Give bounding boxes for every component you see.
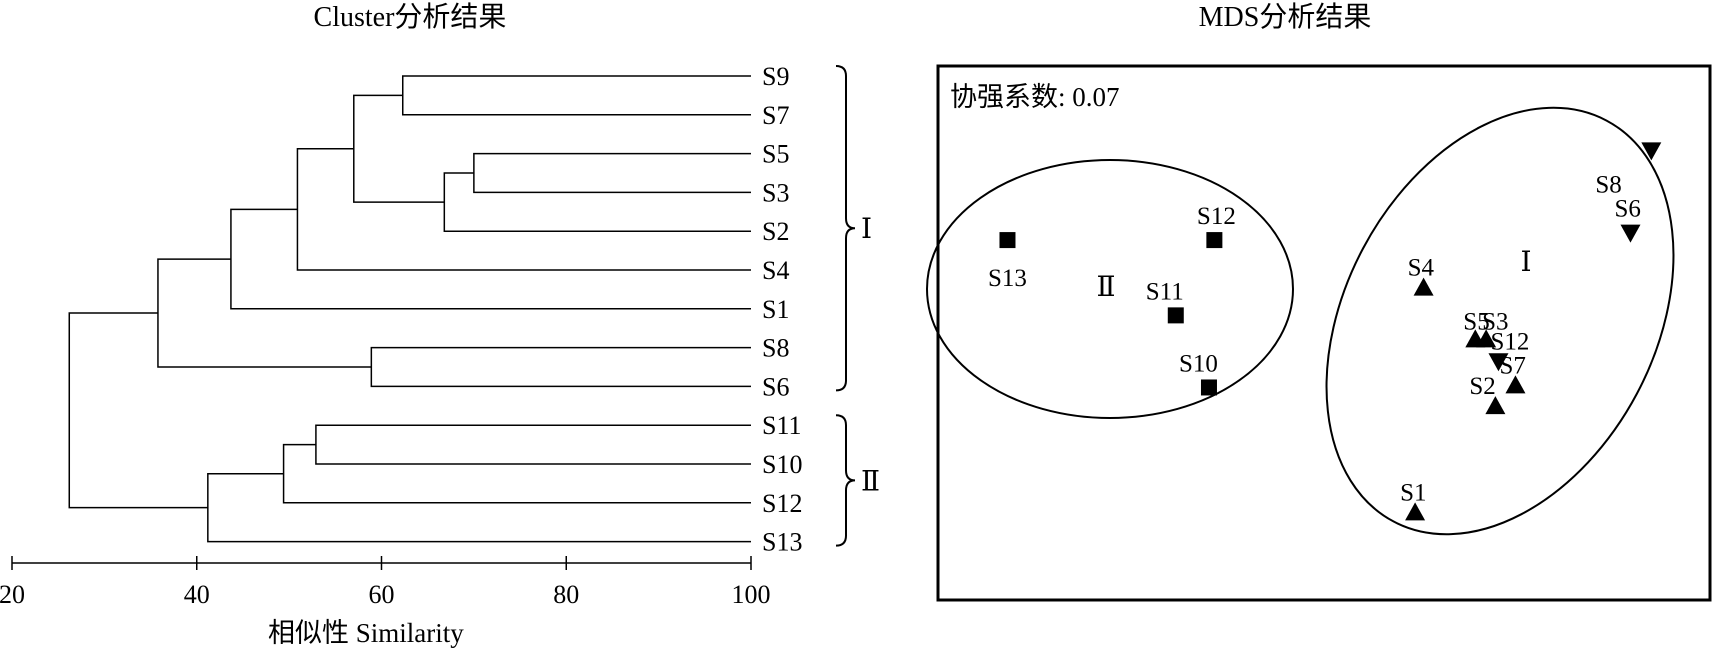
- point-marker-triangle-down: [1488, 353, 1509, 372]
- dendrogram-link: [401, 75, 751, 116]
- leaf-label: S6: [762, 372, 789, 401]
- point-marker-triangle-up: [1485, 396, 1506, 415]
- point-marker-square: [1167, 307, 1184, 324]
- point-marker-triangle-down: [1641, 142, 1662, 161]
- point-marker-triangle-up: [1476, 329, 1497, 348]
- point-label: S7: [1499, 352, 1525, 379]
- point-label: S4: [1408, 255, 1435, 282]
- dendrogram-link: [353, 94, 445, 203]
- point-marker-square: [999, 232, 1016, 249]
- leaf-label: S12: [762, 489, 802, 518]
- dendrogram-link: [473, 152, 751, 194]
- leaf-label: S5: [762, 140, 789, 169]
- leaf-label: S10: [762, 450, 802, 479]
- cluster-dendrogram: Cluster分析结果 S9S7S5S3S2S4S1S8S6S11S10S12S…: [0, 1, 880, 648]
- mds-plot: MDS分析结果 协强系数: 0.07 ⅡⅠ S13S12S11S10S4S5S3…: [926, 1, 1712, 602]
- leaf-label: S7: [762, 101, 789, 130]
- point-label: S3: [1482, 308, 1508, 335]
- point-label: S12: [1197, 203, 1236, 230]
- leaf-label: S4: [762, 256, 789, 285]
- group-ellipse-1: [1325, 106, 1675, 536]
- group-label: Ⅰ: [861, 214, 872, 245]
- mds-group-label: Ⅱ: [1096, 272, 1115, 303]
- cluster-title: Cluster分析结果: [314, 1, 507, 33]
- point-label: S11: [1146, 278, 1184, 305]
- tick-label: 60: [369, 580, 395, 609]
- point-label: S8: [1595, 171, 1621, 198]
- tick-label: 80: [553, 580, 579, 609]
- group-label: Ⅱ: [861, 466, 880, 497]
- mds-group-label: Ⅰ: [1520, 247, 1531, 278]
- point-marker-triangle-up: [1405, 502, 1426, 521]
- dendrogram-link: [230, 208, 751, 310]
- dendrogram-link: [207, 472, 751, 543]
- similarity-axis-label: 相似性 Similarity: [268, 618, 464, 648]
- mds-title: MDS分析结果: [1199, 1, 1372, 33]
- dendrogram-link: [370, 346, 751, 388]
- leaf-label: S8: [762, 334, 789, 363]
- leaf-label: S13: [762, 528, 802, 557]
- leaf-label: S9: [762, 62, 789, 91]
- leaf-label: S3: [762, 178, 789, 207]
- tick-label: 20: [0, 580, 25, 609]
- point-marker-square: [1206, 232, 1223, 249]
- leaf-label: S11: [762, 411, 802, 440]
- similarity-axis-ticks: 20 40 60 80 100: [0, 556, 771, 609]
- point-marker-square: [1200, 379, 1217, 396]
- mds-plot-frame: [936, 64, 1712, 602]
- point-label: S1: [1400, 479, 1426, 506]
- dendrogram-group-brackets: ⅠⅡ: [835, 65, 880, 547]
- point-label: S2: [1469, 373, 1495, 400]
- dendrogram-link: [296, 148, 751, 271]
- leaf-label: S1: [762, 295, 789, 324]
- point-label: S10: [1179, 350, 1218, 377]
- group-ellipse-2: [926, 159, 1294, 419]
- dendrogram-link: [282, 443, 751, 504]
- dendrogram-link: [315, 424, 751, 465]
- point-label: S12: [1490, 328, 1529, 355]
- point-marker-triangle-up: [1505, 375, 1526, 394]
- point-marker-triangle-down: [1620, 224, 1641, 243]
- point-marker-triangle-up: [1413, 277, 1434, 296]
- stress-coefficient: 协强系数: 0.07: [950, 82, 1120, 112]
- tick-label: 40: [184, 580, 210, 609]
- dendrogram-link: [443, 172, 751, 232]
- mds-group-labels: ⅡⅠ: [1096, 247, 1531, 303]
- tick-label: 100: [732, 580, 771, 609]
- point-label: S6: [1614, 196, 1640, 223]
- group-bracket: [835, 65, 856, 392]
- group-bracket: [835, 414, 856, 547]
- similarity-axis: 20 40 60 80 100: [0, 556, 771, 609]
- leaf-label: S2: [762, 217, 789, 246]
- dendrogram-link: [157, 258, 372, 368]
- point-label: S13: [988, 265, 1027, 292]
- dendrogram-links: [68, 75, 751, 543]
- dendrogram-link: [68, 312, 208, 509]
